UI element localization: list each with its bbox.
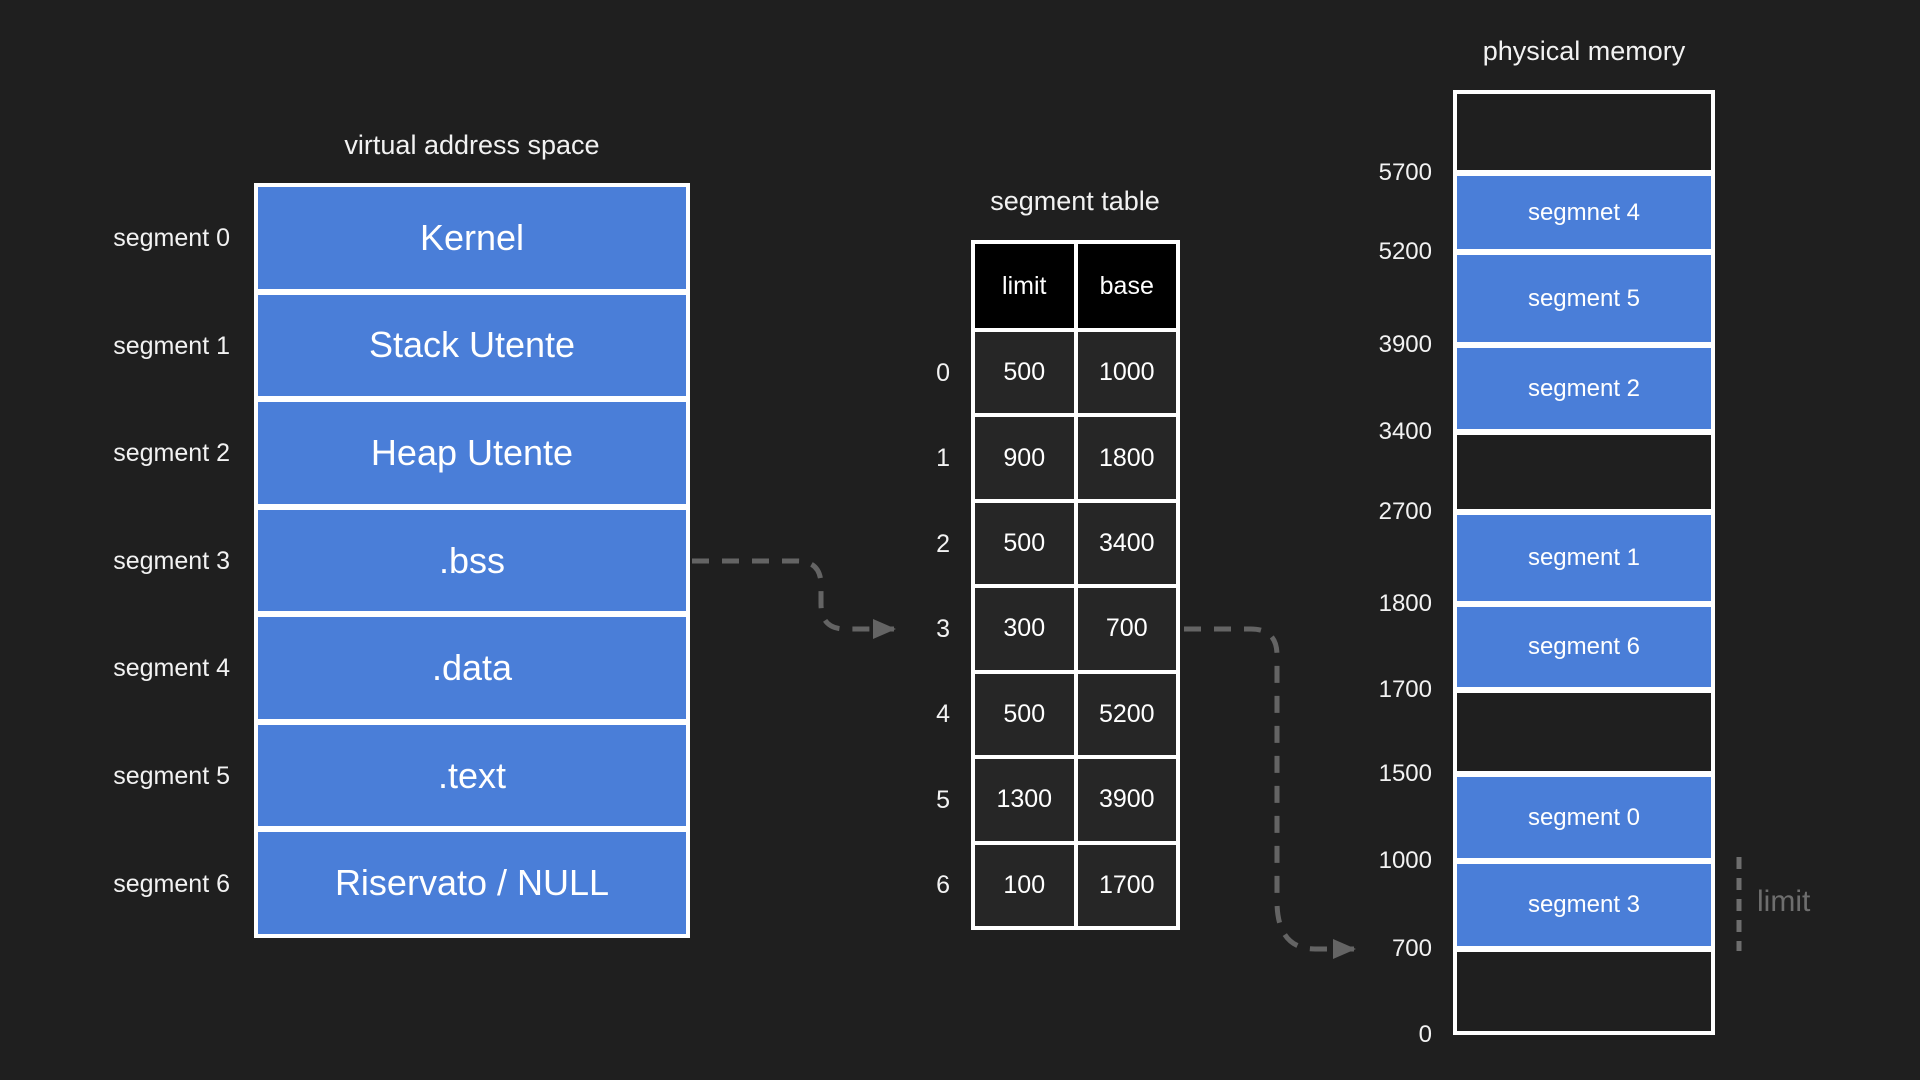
segment-table-title: segment table [990,186,1160,216]
table-row-index-2: 2 [936,530,950,558]
pm-address-5200: 5200 [1378,238,1432,265]
vas-segment-label-4: segment 4 [113,654,230,682]
vas-box: Kernel Stack Utente Heap Utente .bss .da… [254,183,690,938]
vas-segment-block-bss: .bss [258,509,686,612]
pm-block-segment-4: segmnet 4 [1457,176,1711,249]
vas-segment-label-3: segment 3 [113,547,230,575]
vas-segment-label-6: segment 6 [113,870,230,898]
table-cell-limit-1: 900 [975,417,1074,499]
pm-block-segment-0: segment 0 [1457,777,1711,858]
pm-address-1000: 1000 [1378,847,1432,874]
vas-segment-block-heap: Heap Utente [258,402,686,504]
pm-address-700: 700 [1391,935,1432,962]
table-cell-base-2: 3400 [1077,502,1176,585]
pm-block-segment-5: segment 5 [1457,255,1711,342]
vas-segment-label-1: segment 1 [113,332,230,360]
table-cell-base-4: 5200 [1077,673,1176,756]
table-cell-limit-0: 500 [975,332,1074,414]
vas-segment-label-5: segment 5 [113,762,230,790]
segment-table: limit base 500 1000 900 1800 500 3400 30… [971,240,1180,930]
vas-segment-block-text: .text [258,724,686,827]
table-cell-base-6: 1700 [1077,844,1176,926]
pm-block-empty-2 [1457,693,1711,771]
pm-block-empty-top [1457,94,1711,170]
pm-block-segment-2: segment 2 [1457,348,1711,429]
vas-segment-block-stack: Stack Utente [258,294,686,397]
table-cell-base-5: 3900 [1077,759,1176,841]
pm-block-segment-6: segment 6 [1457,607,1711,687]
table-cell-limit-5: 1300 [975,759,1074,841]
table-cell-limit-3: 300 [975,588,1074,670]
table-row-index-0: 0 [936,359,950,387]
pm-block-segment-3: segment 3 [1457,864,1711,946]
pm-block-segment-1: segment 1 [1457,515,1711,601]
table-row-index-4: 4 [936,700,950,728]
vas-segment-block-data: .data [258,617,686,719]
table-row-index-5: 5 [936,786,950,814]
table-row-index-6: 6 [936,871,950,899]
vas-segment-block-riservato: Riservato / NULL [258,832,686,935]
pm-address-1500: 1500 [1378,760,1432,787]
vas-title: virtual address space [344,130,600,160]
pm-address-1800: 1800 [1378,590,1432,617]
physical-memory-box: segmnet 4 segment 5 segment 2 segment 1 … [1453,90,1715,1035]
pm-block-empty-bottom [1457,952,1711,1031]
table-header-base: base [1077,244,1176,328]
vas-segment-label-2: segment 2 [113,439,230,467]
table-cell-base-0: 1000 [1077,332,1176,414]
table-cell-limit-6: 100 [975,844,1074,926]
pm-address-5700: 5700 [1378,159,1432,186]
table-cell-base-1: 1800 [1077,417,1176,499]
table-cell-limit-4: 500 [975,673,1074,756]
physical-memory-title: physical memory [1482,36,1686,66]
vas-segment-label-0: segment 0 [113,224,230,252]
arrow-table-base-to-memory-700 [1184,626,1357,959]
pm-block-empty-1 [1457,435,1711,509]
physical-memory-column: segmnet 4 segment 5 segment 2 segment 1 … [1457,94,1711,1031]
table-cell-limit-2: 500 [975,502,1074,585]
table-cell-base-3: 700 [1077,588,1176,670]
pm-address-1700: 1700 [1378,676,1432,703]
pm-address-0: 0 [1418,1021,1432,1048]
table-row-index-3: 3 [936,615,950,643]
table-header-limit: limit [975,244,1074,328]
table-row-index-1: 1 [936,444,950,472]
arrow-bss-to-table-row-3 [692,558,897,639]
pm-address-3400: 3400 [1378,418,1432,445]
pm-address-3900: 3900 [1378,331,1432,358]
pm-address-2700: 2700 [1378,498,1432,525]
limit-label: limit [1757,885,1811,918]
vas-segment-block-kernel: Kernel [258,187,686,289]
